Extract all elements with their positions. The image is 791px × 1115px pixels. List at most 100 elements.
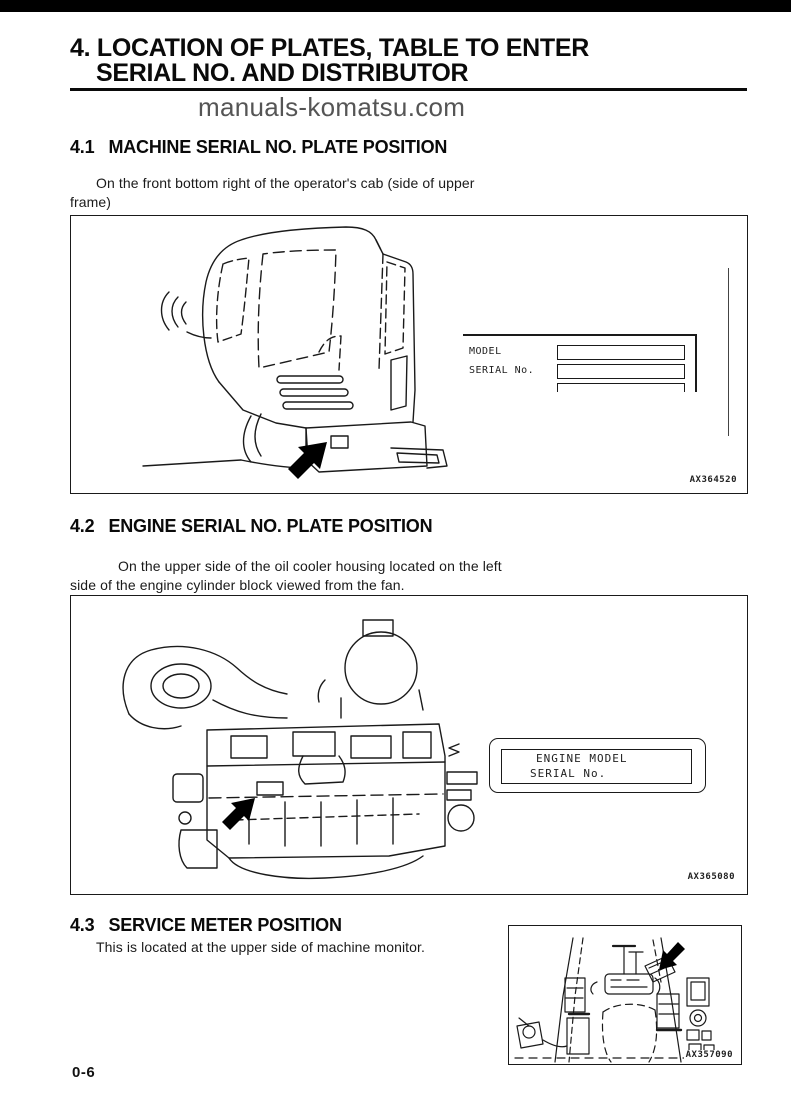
engine-serial-plate-detail: ENGINE MODEL SERIAL No. [489, 738, 706, 793]
block-line [234, 813, 420, 821]
rear-panel [390, 355, 408, 411]
fan-housing-circle [344, 631, 418, 705]
door-window-notch [318, 335, 342, 371]
plate-model-box [557, 345, 685, 360]
stand-arc [654, 977, 661, 995]
stand-arc [590, 981, 598, 995]
section-4-1-number: 4.1 [70, 137, 95, 157]
right-console-box [656, 993, 680, 1029]
left-lever-stick [518, 1017, 530, 1027]
plate-serial-box [557, 364, 685, 379]
section-4-2-number: 4.2 [70, 516, 95, 536]
drain-plug [178, 811, 192, 825]
door-window [257, 249, 337, 369]
block-line [206, 761, 446, 767]
floor-outline [602, 1003, 656, 1013]
left-lever-link [542, 1039, 568, 1048]
boom-arc [160, 291, 170, 331]
exhaust-loop-inner [162, 673, 200, 699]
windshield [215, 257, 250, 343]
cab-interior-drawing [514, 937, 736, 1063]
panel-box [686, 977, 710, 1007]
exhaust-loop [150, 663, 212, 709]
page-number: 0-6 [72, 1064, 96, 1081]
door-slot [282, 401, 354, 410]
cab-corner-edge [375, 239, 384, 371]
left-pillar [554, 937, 574, 1063]
left-console-box [564, 977, 586, 1013]
crank-pulley [447, 804, 475, 832]
section-4-2-heading: 4.2 ENGINE SERIAL NO. PLATE POSITION [70, 516, 433, 537]
figure-machine-serial-plate: MODEL SERIAL No. AX364520 [70, 215, 748, 494]
cab-roof-outline [202, 226, 384, 383]
plate-model-label: MODEL [469, 346, 502, 357]
section-4-3-title: SERVICE METER POSITION [108, 915, 342, 935]
block-line [208, 793, 444, 799]
control-stand [604, 973, 654, 995]
hose-arc [317, 679, 326, 703]
page-title: 4. LOCATION OF PLATES, TABLE TO ENTER SE… [70, 36, 750, 86]
figure-code: AX357090 [683, 1050, 735, 1060]
front-arch [242, 415, 252, 463]
engine-detail [402, 731, 432, 759]
filter-cap [362, 619, 394, 637]
plate-serial-label: SERIAL No. [469, 365, 535, 376]
base-foot-plate [390, 447, 448, 469]
exhaust-pipe-outer [128, 713, 182, 730]
page-title-line1: 4. LOCATION OF PLATES, TABLE TO ENTER [70, 34, 590, 62]
machine-monitor [644, 955, 676, 983]
engine-plate-inner-box: ENGINE MODEL SERIAL No. [501, 749, 692, 784]
engine-serial-plate-mark [256, 781, 284, 796]
panel-dial [689, 1009, 707, 1027]
fan-bracket-lines [340, 689, 424, 719]
location-arrow-icon [288, 442, 327, 479]
section-4-3-body: This is located at the upper side of mac… [70, 938, 500, 957]
figure-service-meter: AX357090 [508, 925, 742, 1065]
section-4-1-body: On the front bottom right of the operato… [70, 174, 610, 212]
body-line: On the front bottom right of the operato… [96, 175, 475, 191]
page-title-line2: SERIAL NO. AND DISTRIBUTOR [96, 59, 469, 87]
floor-outline [601, 1011, 612, 1063]
machine-serial-plate-mark [330, 435, 349, 449]
left-knob [522, 1025, 536, 1039]
spring-coil [448, 743, 460, 757]
engine-foot [178, 829, 218, 869]
engine-drawing [122, 619, 478, 880]
section-4-2-title: ENGINE SERIAL NO. PLATE POSITION [108, 516, 433, 536]
cylinder-ribs [248, 797, 394, 847]
section-4-2-body: On the upper side of the oil cooler hous… [70, 557, 610, 595]
left-pillar [568, 937, 584, 1063]
panel-switch [686, 1029, 700, 1041]
ground-line [142, 459, 242, 467]
figure-engine-serial-plate: ENGINE MODEL SERIAL No. AX365080 [70, 595, 748, 895]
plate-model-label: ENGINE MODEL [536, 752, 628, 765]
control-stand-detail [610, 979, 648, 988]
cab-rear-pillar [382, 253, 416, 423]
machine-serial-plate-detail: MODEL SERIAL No. [463, 334, 697, 392]
left-lever-box [516, 1021, 544, 1049]
body-line: side of the engine cylinder block viewed… [70, 577, 405, 593]
watermark-text: manuals-komatsu.com [198, 92, 466, 122]
rear-window [384, 261, 406, 355]
lever-second [628, 951, 644, 975]
plate-serial-label: SERIAL No. [530, 767, 607, 780]
operator-cab-drawing [142, 226, 448, 479]
title-underline [70, 88, 747, 91]
figure-code: AX365080 [687, 872, 735, 882]
intake-manifold [298, 755, 346, 785]
frame-edge-line [728, 268, 729, 436]
figure-code: AX364520 [689, 475, 737, 485]
location-arrow-icon [222, 798, 255, 830]
pulley [446, 771, 478, 785]
base-foot-inner [396, 452, 440, 464]
engine-detail [292, 731, 336, 757]
section-4-1-title: MACHINE SERIAL NO. PLATE POSITION [108, 137, 448, 157]
body-line: On the upper side of the oil cooler hous… [118, 558, 502, 574]
pulley [446, 789, 472, 801]
location-arrow-icon [659, 942, 685, 970]
engine-block-outline [206, 723, 446, 859]
boom-arc [180, 301, 187, 325]
front-arch [254, 413, 262, 457]
